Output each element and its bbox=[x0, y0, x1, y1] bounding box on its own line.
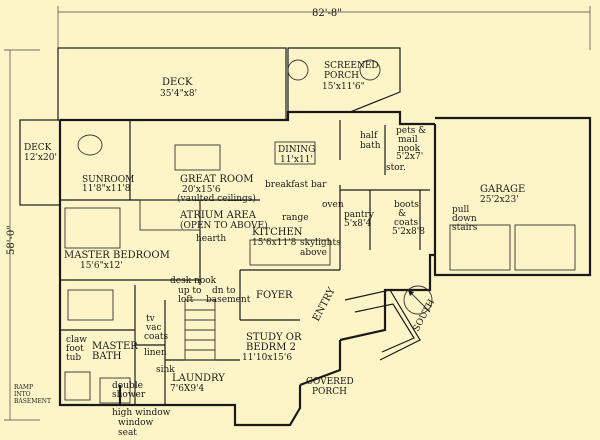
screened-porch-label: SCREENED bbox=[324, 61, 379, 71]
pull-down-stairs-2: down bbox=[452, 214, 477, 224]
window-seat-label: window bbox=[118, 418, 154, 428]
half-bath-label-2: bath bbox=[360, 141, 381, 151]
laundry-label: LAUNDRY bbox=[172, 373, 225, 384]
pull-down-stairs-1: pull bbox=[452, 205, 469, 215]
breakfast-bar-label: breakfast bar bbox=[265, 180, 327, 190]
boots-label: boots bbox=[394, 200, 419, 210]
exterior-walls bbox=[58, 110, 592, 427]
screened-porch-label-2: PORCH bbox=[324, 71, 359, 81]
clawfoot-label: claw bbox=[66, 335, 87, 345]
pets-nook-label-3: nook bbox=[398, 144, 421, 154]
half-bath-label: half bbox=[360, 131, 378, 141]
fixtures bbox=[64, 59, 576, 404]
deck-top-size: 35'4"x8' bbox=[160, 89, 197, 99]
ramp-label-3: BASEMENT bbox=[14, 398, 51, 405]
great-room-size: 20'x15'6 bbox=[182, 185, 221, 195]
atrium-note: (OPEN TO ABOVE) bbox=[180, 220, 268, 231]
foyer-label: FOYER bbox=[256, 290, 293, 301]
boots-label-2: & bbox=[398, 209, 406, 219]
master-bath-label-2: BATH bbox=[92, 351, 122, 362]
study-label: STUDY OR bbox=[246, 332, 302, 343]
vac-label: vac bbox=[145, 323, 162, 333]
deck-top-label: DECK bbox=[162, 77, 193, 88]
width-dimension: 82'-8" bbox=[312, 8, 342, 19]
up-to-loft-label-2: loft bbox=[178, 295, 194, 305]
study-label-2: BEDRM 2 bbox=[246, 342, 296, 353]
entry-label: ENTRY bbox=[311, 286, 338, 324]
garage-label: GARAGE bbox=[480, 184, 525, 195]
interior-walls bbox=[60, 120, 430, 405]
pantry-label: pantry bbox=[344, 210, 375, 220]
pets-nook-size: 5'2x7' bbox=[396, 152, 423, 162]
deck-left-size: 12'x20' bbox=[24, 153, 57, 163]
dn-to-basement-label: dn to bbox=[212, 286, 235, 296]
pull-down-stairs-3: stairs bbox=[452, 223, 478, 233]
atrium-label: ATRIUM AREA bbox=[179, 210, 257, 221]
boots-label-3: coats bbox=[394, 218, 418, 228]
coats-label: coats bbox=[144, 332, 168, 342]
laundry-size: 7'6X9'4 bbox=[170, 384, 205, 394]
covered-porch-label: COVERED bbox=[306, 377, 354, 387]
hearth-label: hearth bbox=[196, 234, 226, 244]
compass-icon bbox=[403, 285, 433, 315]
double-shower-label: double bbox=[112, 381, 143, 391]
kitchen-label: KITCHEN bbox=[252, 227, 303, 238]
skylights-label-2: above bbox=[300, 248, 327, 258]
up-to-loft-label: up to bbox=[178, 286, 201, 296]
clawfoot-label-3: tub bbox=[66, 353, 81, 363]
deck-left-label: DECK bbox=[24, 143, 52, 153]
boots-size: 5'2x8'8 bbox=[392, 227, 425, 237]
oven-label: oven bbox=[322, 200, 344, 210]
storage-label: stor. bbox=[386, 163, 406, 173]
pets-nook-label-2: mail bbox=[398, 135, 418, 145]
entry-steps bbox=[344, 289, 421, 361]
dining-label: DINING bbox=[278, 145, 315, 155]
covered-porch-label-2: PORCH bbox=[312, 387, 347, 397]
tv-label: tv bbox=[146, 314, 156, 324]
sunroom-size: 11'8"x11'8 bbox=[82, 184, 131, 194]
study-size: 11'10x15'6 bbox=[242, 353, 292, 363]
dining-size: 11'x11' bbox=[280, 155, 313, 165]
high-window-label: high window bbox=[112, 408, 171, 418]
clawfoot-label-2: foot bbox=[66, 344, 84, 354]
master-bath-label: MASTER bbox=[92, 341, 138, 352]
screened-porch-size: 15'x11'6" bbox=[322, 82, 365, 92]
pets-nook-label: pets & bbox=[396, 126, 426, 136]
pantry-size: 5'x8'4 bbox=[344, 219, 371, 229]
depth-dimension: 58'-0" bbox=[6, 225, 17, 255]
south-label: SOUTH bbox=[412, 298, 437, 334]
window-seat-label-2: seat bbox=[118, 428, 137, 438]
range-label: range bbox=[282, 213, 309, 223]
garage-size: 25'2x23' bbox=[480, 195, 519, 205]
double-shower-label-2: shower bbox=[112, 390, 146, 400]
skylights-label: skylights bbox=[300, 238, 341, 248]
great-room-label: GREAT ROOM bbox=[180, 174, 254, 185]
desk-nook-label: desk nook bbox=[170, 276, 217, 286]
dn-to-basement-label-2: basement bbox=[206, 295, 251, 305]
ramp-label: RAMP bbox=[14, 384, 33, 391]
sunroom-label: SUNROOM bbox=[82, 175, 134, 185]
ramp-label-2: INTO bbox=[14, 391, 31, 398]
kitchen-size: 15'6x11'8 bbox=[252, 238, 297, 248]
sink-label: sink bbox=[156, 365, 175, 375]
master-bedroom-label: MASTER BEDROOM bbox=[64, 250, 170, 261]
great-room-note: (vaulted ceilings) bbox=[177, 193, 256, 204]
dimension-lines bbox=[4, 6, 591, 421]
master-bedroom-size: 15'6"x12' bbox=[80, 261, 123, 271]
linen-label: linen bbox=[144, 348, 167, 358]
